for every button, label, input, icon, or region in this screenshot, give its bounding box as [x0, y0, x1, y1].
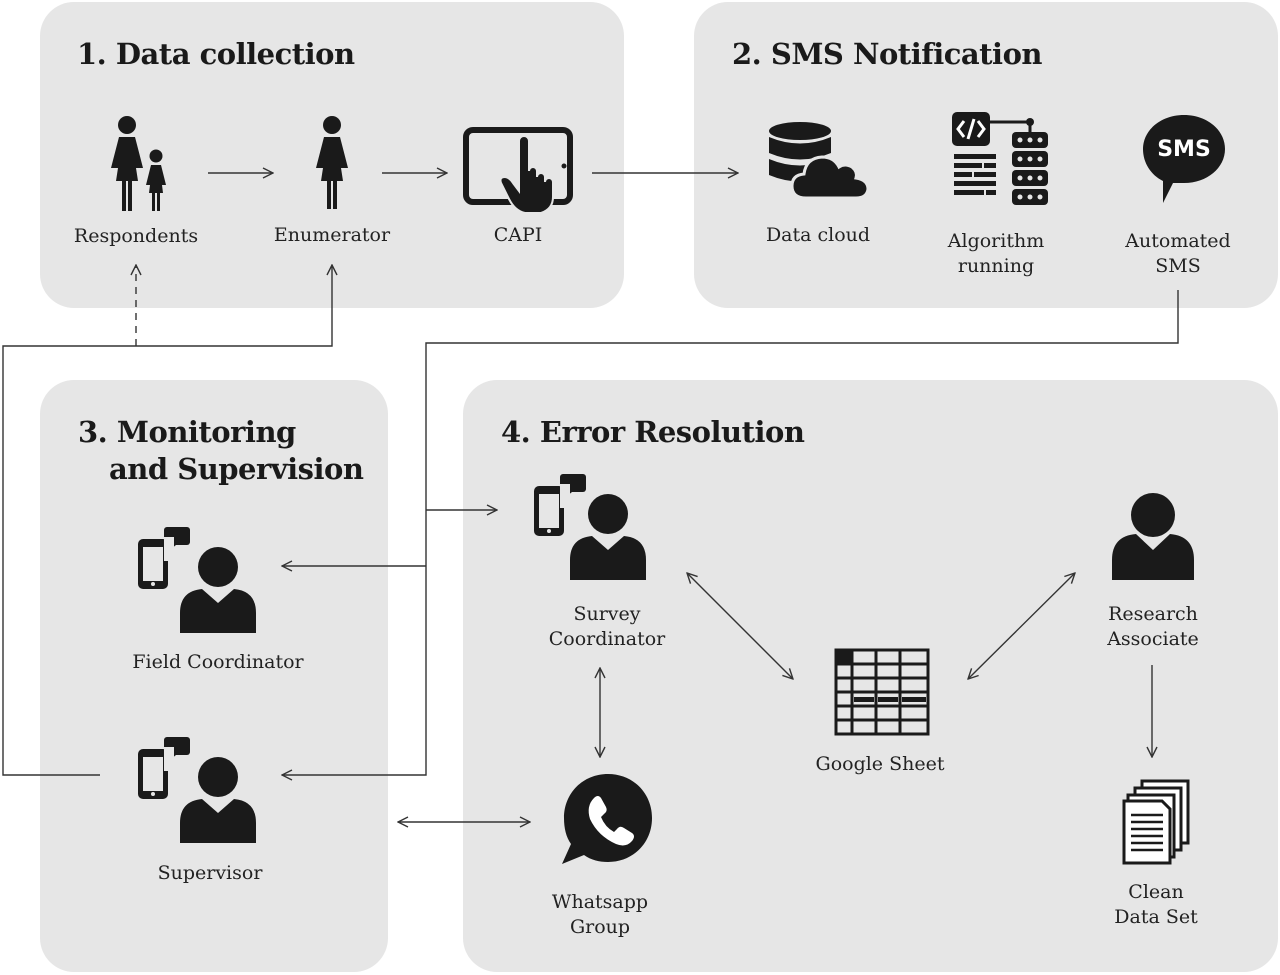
capi-label: CAPI [493, 224, 543, 246]
title-data-collection: 1. Data collection [77, 37, 355, 71]
google-sheet-label: Google Sheet [815, 753, 945, 775]
research-associate-icon [1112, 493, 1194, 580]
enumerator-label: Enumerator [273, 224, 391, 246]
google-sheet-icon [834, 648, 930, 736]
supervisor-icon [138, 737, 256, 843]
respondents-icon [111, 116, 166, 211]
algorithm-server-icon [952, 112, 1048, 205]
survey-coordinator-label-line1: Survey [573, 603, 641, 625]
field-coordinator-icon [138, 527, 256, 633]
survey-coordinator-icon [534, 474, 646, 580]
supervisor-feedback-line [2, 265, 332, 776]
automated-sms-label-line2: SMS [1155, 255, 1201, 277]
supervisor-label: Supervisor [157, 862, 263, 884]
data-cloud-icon [769, 122, 870, 200]
data-cloud-label: Data cloud [765, 224, 871, 246]
whatsapp-icon [562, 774, 652, 864]
arrow-research-sheet [968, 573, 1075, 679]
automated-sms-label-line1: Automated [1125, 230, 1231, 252]
title-monitoring-line2: and Supervision [109, 452, 364, 486]
algorithm-label-line1: Algorithm [947, 230, 1045, 252]
clean-data-set-label-line1: Clean [1128, 881, 1184, 903]
clean-data-set-label-line2: Data Set [1114, 906, 1198, 928]
whatsapp-group-label-line2: Group [569, 916, 631, 938]
survey-coordinator-label-line2: Coordinator [548, 628, 666, 650]
arrow-survey-sheet [687, 573, 793, 679]
algorithm-label-line2: running [957, 255, 1035, 277]
research-associate-label-line2: Associate [1107, 628, 1199, 650]
capi-tablet-icon [463, 127, 573, 214]
title-monitoring-line1: 3. Monitoring [78, 415, 296, 449]
respondents-label: Respondents [73, 225, 199, 247]
enumerator-icon [316, 116, 348, 209]
title-error-resolution: 4. Error Resolution [501, 415, 805, 449]
research-associate-label-line1: Research [1108, 603, 1198, 625]
sms-icon-text: SMS [1157, 137, 1211, 162]
panel-monitoring-supervision [40, 380, 388, 972]
clean-data-set-documents-icon [1122, 779, 1190, 865]
field-coordinator-label: Field Coordinator [132, 651, 304, 673]
sms-distribution-line [282, 290, 1179, 775]
title-sms-notification: 2. SMS Notification [732, 37, 1043, 71]
whatsapp-group-label-line1: Whatsapp [551, 891, 649, 913]
sms-bubble-icon: SMS [1143, 115, 1225, 203]
